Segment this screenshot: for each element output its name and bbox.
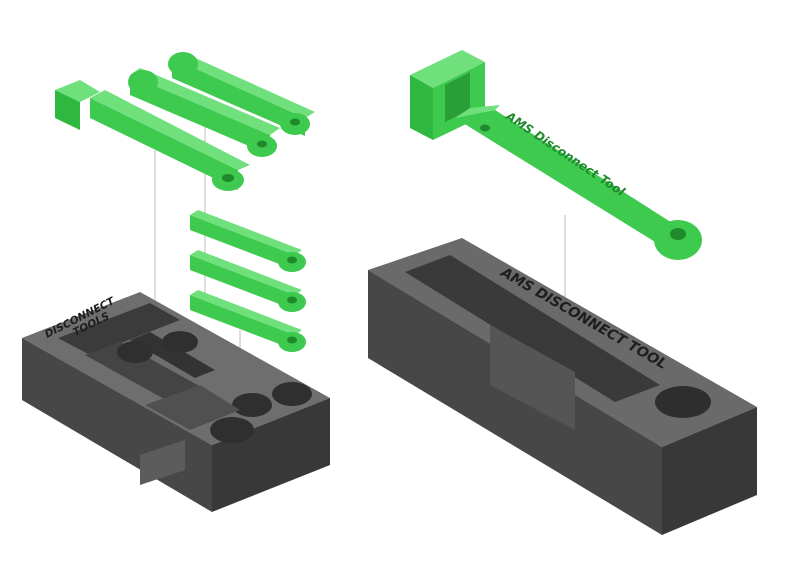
left-wrench-tool-1 <box>128 68 280 157</box>
right-storage-base: AMS DISCONNECT TOOL <box>368 238 757 535</box>
right-disconnect-tool: AMS Disconnect Tool <box>410 50 702 260</box>
left-small-tool-1 <box>190 210 306 272</box>
left-storage-base: DISCONNECT TOOLS <box>22 292 330 512</box>
left-small-tool-2 <box>190 250 306 312</box>
right-model: AMS DISCONNECT TOOL AMS Disconnect Tool <box>368 50 757 535</box>
left-model: DISCONNECT TOOLS <box>22 52 330 512</box>
left-base-pockets <box>58 303 312 485</box>
left-hook-tool <box>55 80 250 191</box>
left-wrench-tool-2 <box>168 52 315 136</box>
left-small-tool-3 <box>190 290 306 352</box>
